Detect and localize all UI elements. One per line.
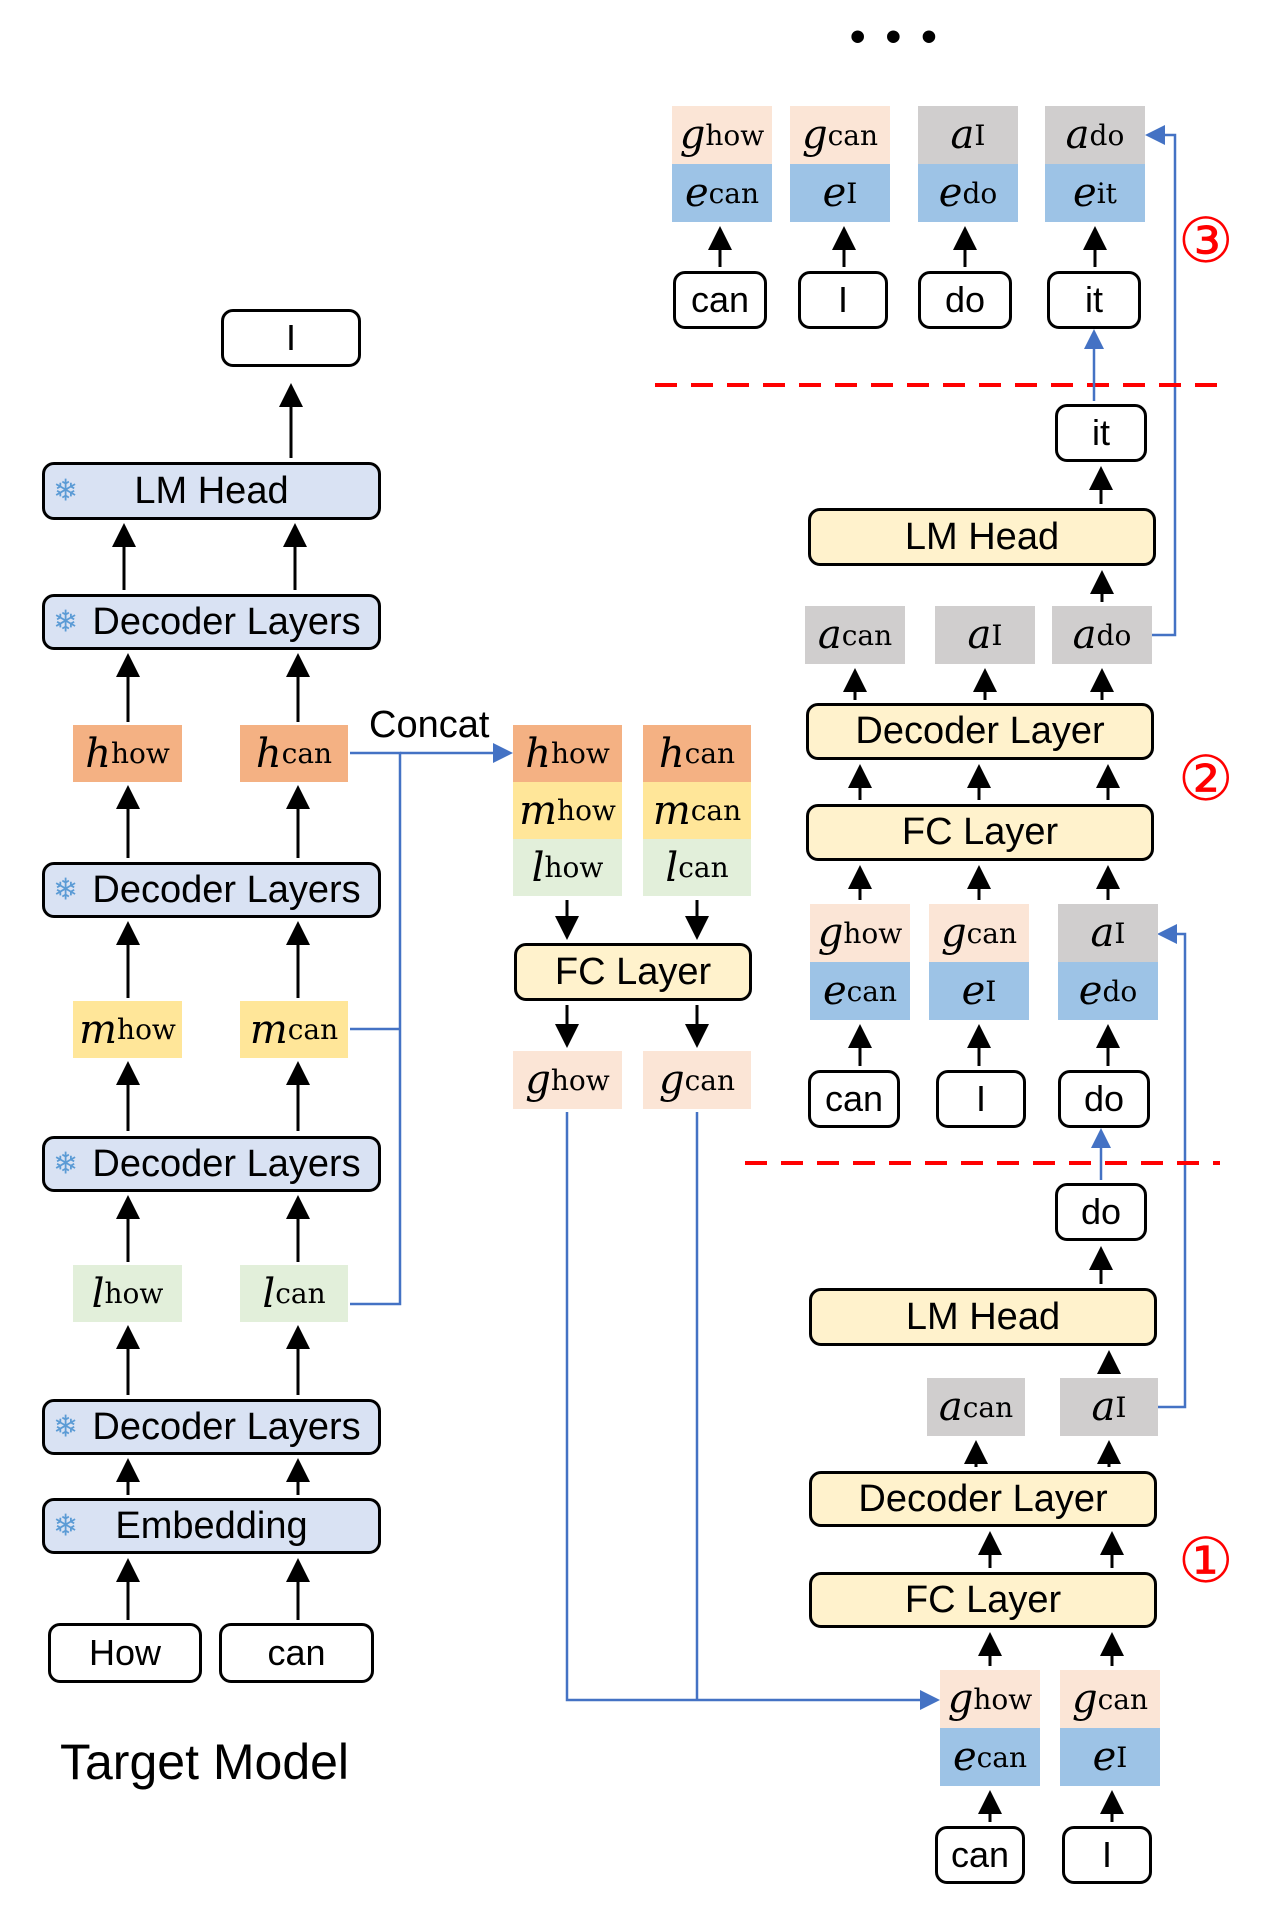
snowflake-icon: ❄ <box>53 1410 79 1444</box>
concat-label: Concat <box>369 704 490 746</box>
input-token-how: How <box>48 1623 202 1683</box>
step-marker-1: ① <box>1178 1524 1234 1597</box>
input-token-can: can <box>219 1623 374 1683</box>
s2-input-can: can <box>808 1070 900 1128</box>
target-output-token: I <box>221 309 361 367</box>
s2-lm-head: LM Head <box>808 508 1156 566</box>
s2-input-I: I <box>936 1070 1026 1128</box>
snowflake-icon: ❄ <box>53 1509 79 1543</box>
s2-decoder-layer: Decoder Layer <box>806 703 1154 760</box>
s3-input-do: do <box>918 271 1012 329</box>
s2-output-it: it <box>1055 404 1147 462</box>
target-embedding: ❄ Embedding <box>42 1498 381 1554</box>
snowflake-icon: ❄ <box>53 605 79 639</box>
s1-lm-head: LM Head <box>809 1288 1157 1346</box>
ellipsis: • • • <box>850 12 941 61</box>
step-marker-2: ② <box>1178 742 1234 815</box>
g-how-route <box>565 1112 940 1710</box>
s1-input-I: I <box>1062 1826 1152 1884</box>
embedding-label: Embedding <box>115 1504 308 1547</box>
decoder-layers-label: Decoder Layers <box>92 1142 361 1185</box>
snowflake-icon: ❄ <box>53 1147 79 1181</box>
decoder-layers-label: Decoder Layers <box>92 868 361 911</box>
target-decoder-layers-1: ❄ Decoder Layers <box>42 1399 381 1455</box>
decoder-layers-label: Decoder Layers <box>92 600 361 643</box>
lm-head-label: LM Head <box>134 469 289 512</box>
decoder-layers-label: Decoder Layers <box>92 1405 361 1448</box>
fusion-fc-layer: FC Layer <box>514 943 752 1001</box>
s1-output-do: do <box>1055 1183 1147 1241</box>
s1-fc-layer: FC Layer <box>809 1572 1157 1628</box>
s3-input-it: it <box>1047 271 1141 329</box>
s3-input-I: I <box>798 271 888 329</box>
target-model-caption: Target Model <box>60 1734 350 1790</box>
s1-decoder-layer: Decoder Layer <box>809 1471 1157 1527</box>
s2-fc-layer: FC Layer <box>806 804 1154 861</box>
s1-input-can: can <box>935 1826 1025 1884</box>
step1-feedback <box>1157 924 1187 1409</box>
target-decoder-layers-4: ❄ Decoder Layers <box>42 594 381 650</box>
target-lm-head: ❄ LM Head <box>42 462 381 520</box>
s2-input-do: do <box>1058 1070 1150 1128</box>
s3-input-can: can <box>673 271 767 329</box>
step-marker-3: ③ <box>1178 204 1234 277</box>
snowflake-icon: ❄ <box>53 873 79 907</box>
target-decoder-layers-3: ❄ Decoder Layers <box>42 862 381 918</box>
target-decoder-layers-2: ❄ Decoder Layers <box>42 1136 381 1192</box>
snowflake-icon: ❄ <box>53 474 79 508</box>
